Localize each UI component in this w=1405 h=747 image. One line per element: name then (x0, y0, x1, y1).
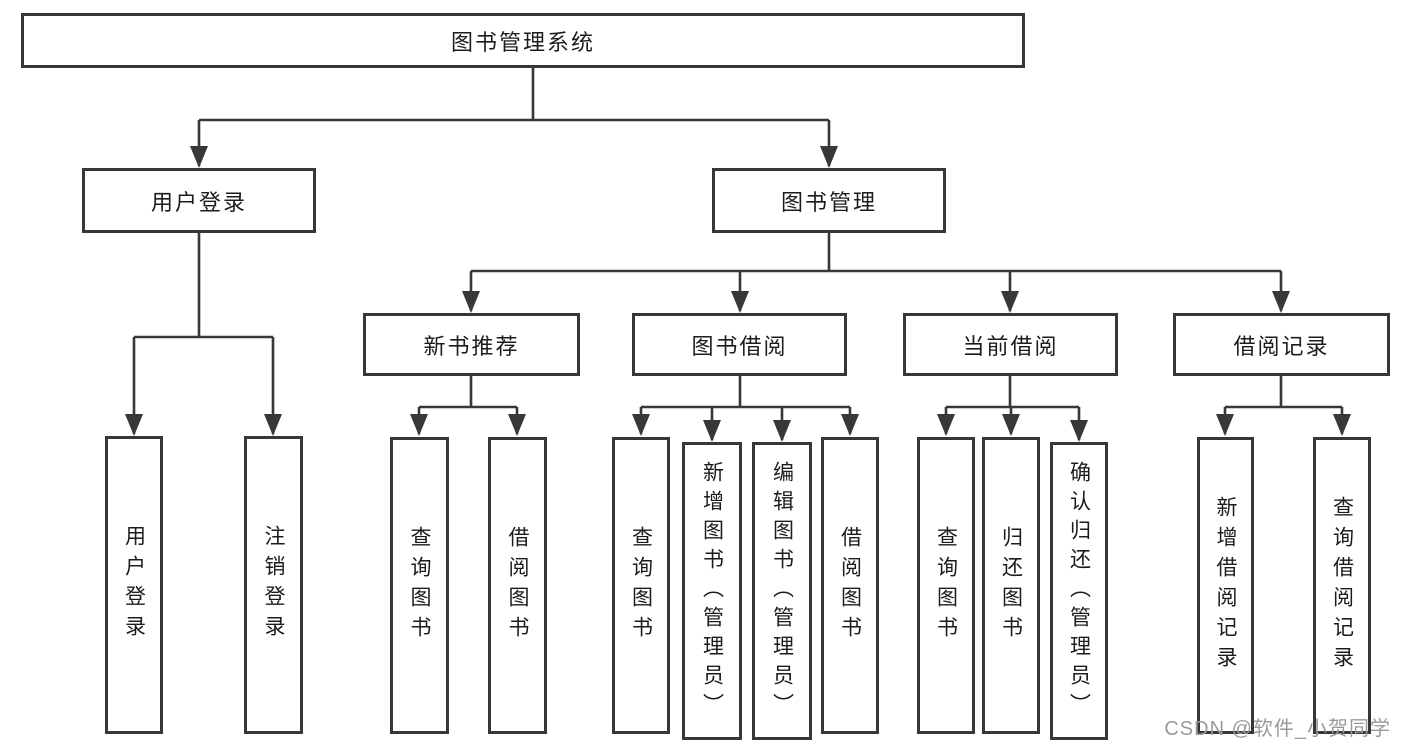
node-borrow-records: 借阅记录 (1173, 313, 1390, 376)
node-leaf-query-book-3: 查询图书 (917, 437, 975, 734)
node-new-book-recommend: 新书推荐 (363, 313, 580, 376)
node-leaf-add-borrow-record: 新增借阅记录 (1197, 437, 1254, 734)
node-book-borrow: 图书借阅 (632, 313, 847, 376)
node-leaf-user-login: 用户登录 (105, 436, 163, 734)
node-current-borrow: 当前借阅 (903, 313, 1118, 376)
node-leaf-add-book-admin: 新增图书（管理员） (682, 442, 742, 740)
tree-edges (132, 68, 1344, 440)
arrowheads (125, 146, 1351, 442)
node-leaf-confirm-return-admin: 确认归还（管理员） (1050, 442, 1108, 740)
node-leaf-borrow-book-1: 借阅图书 (488, 437, 547, 734)
node-user-login: 用户登录 (82, 168, 316, 233)
node-leaf-edit-book-admin: 编辑图书（管理员） (752, 442, 812, 740)
node-leaf-logout: 注销登录 (244, 436, 303, 734)
csdn-watermark: CSDN @软件_小贺同学 (1164, 718, 1391, 740)
node-leaf-query-borrow-record: 查询借阅记录 (1313, 437, 1371, 734)
node-leaf-query-book-1: 查询图书 (390, 437, 449, 734)
node-leaf-query-book-2: 查询图书 (612, 437, 670, 734)
node-book-management: 图书管理 (712, 168, 946, 233)
node-leaf-return-book: 归还图书 (982, 437, 1040, 734)
node-root-system: 图书管理系统 (21, 13, 1025, 68)
node-leaf-borrow-book-2: 借阅图书 (821, 437, 879, 734)
